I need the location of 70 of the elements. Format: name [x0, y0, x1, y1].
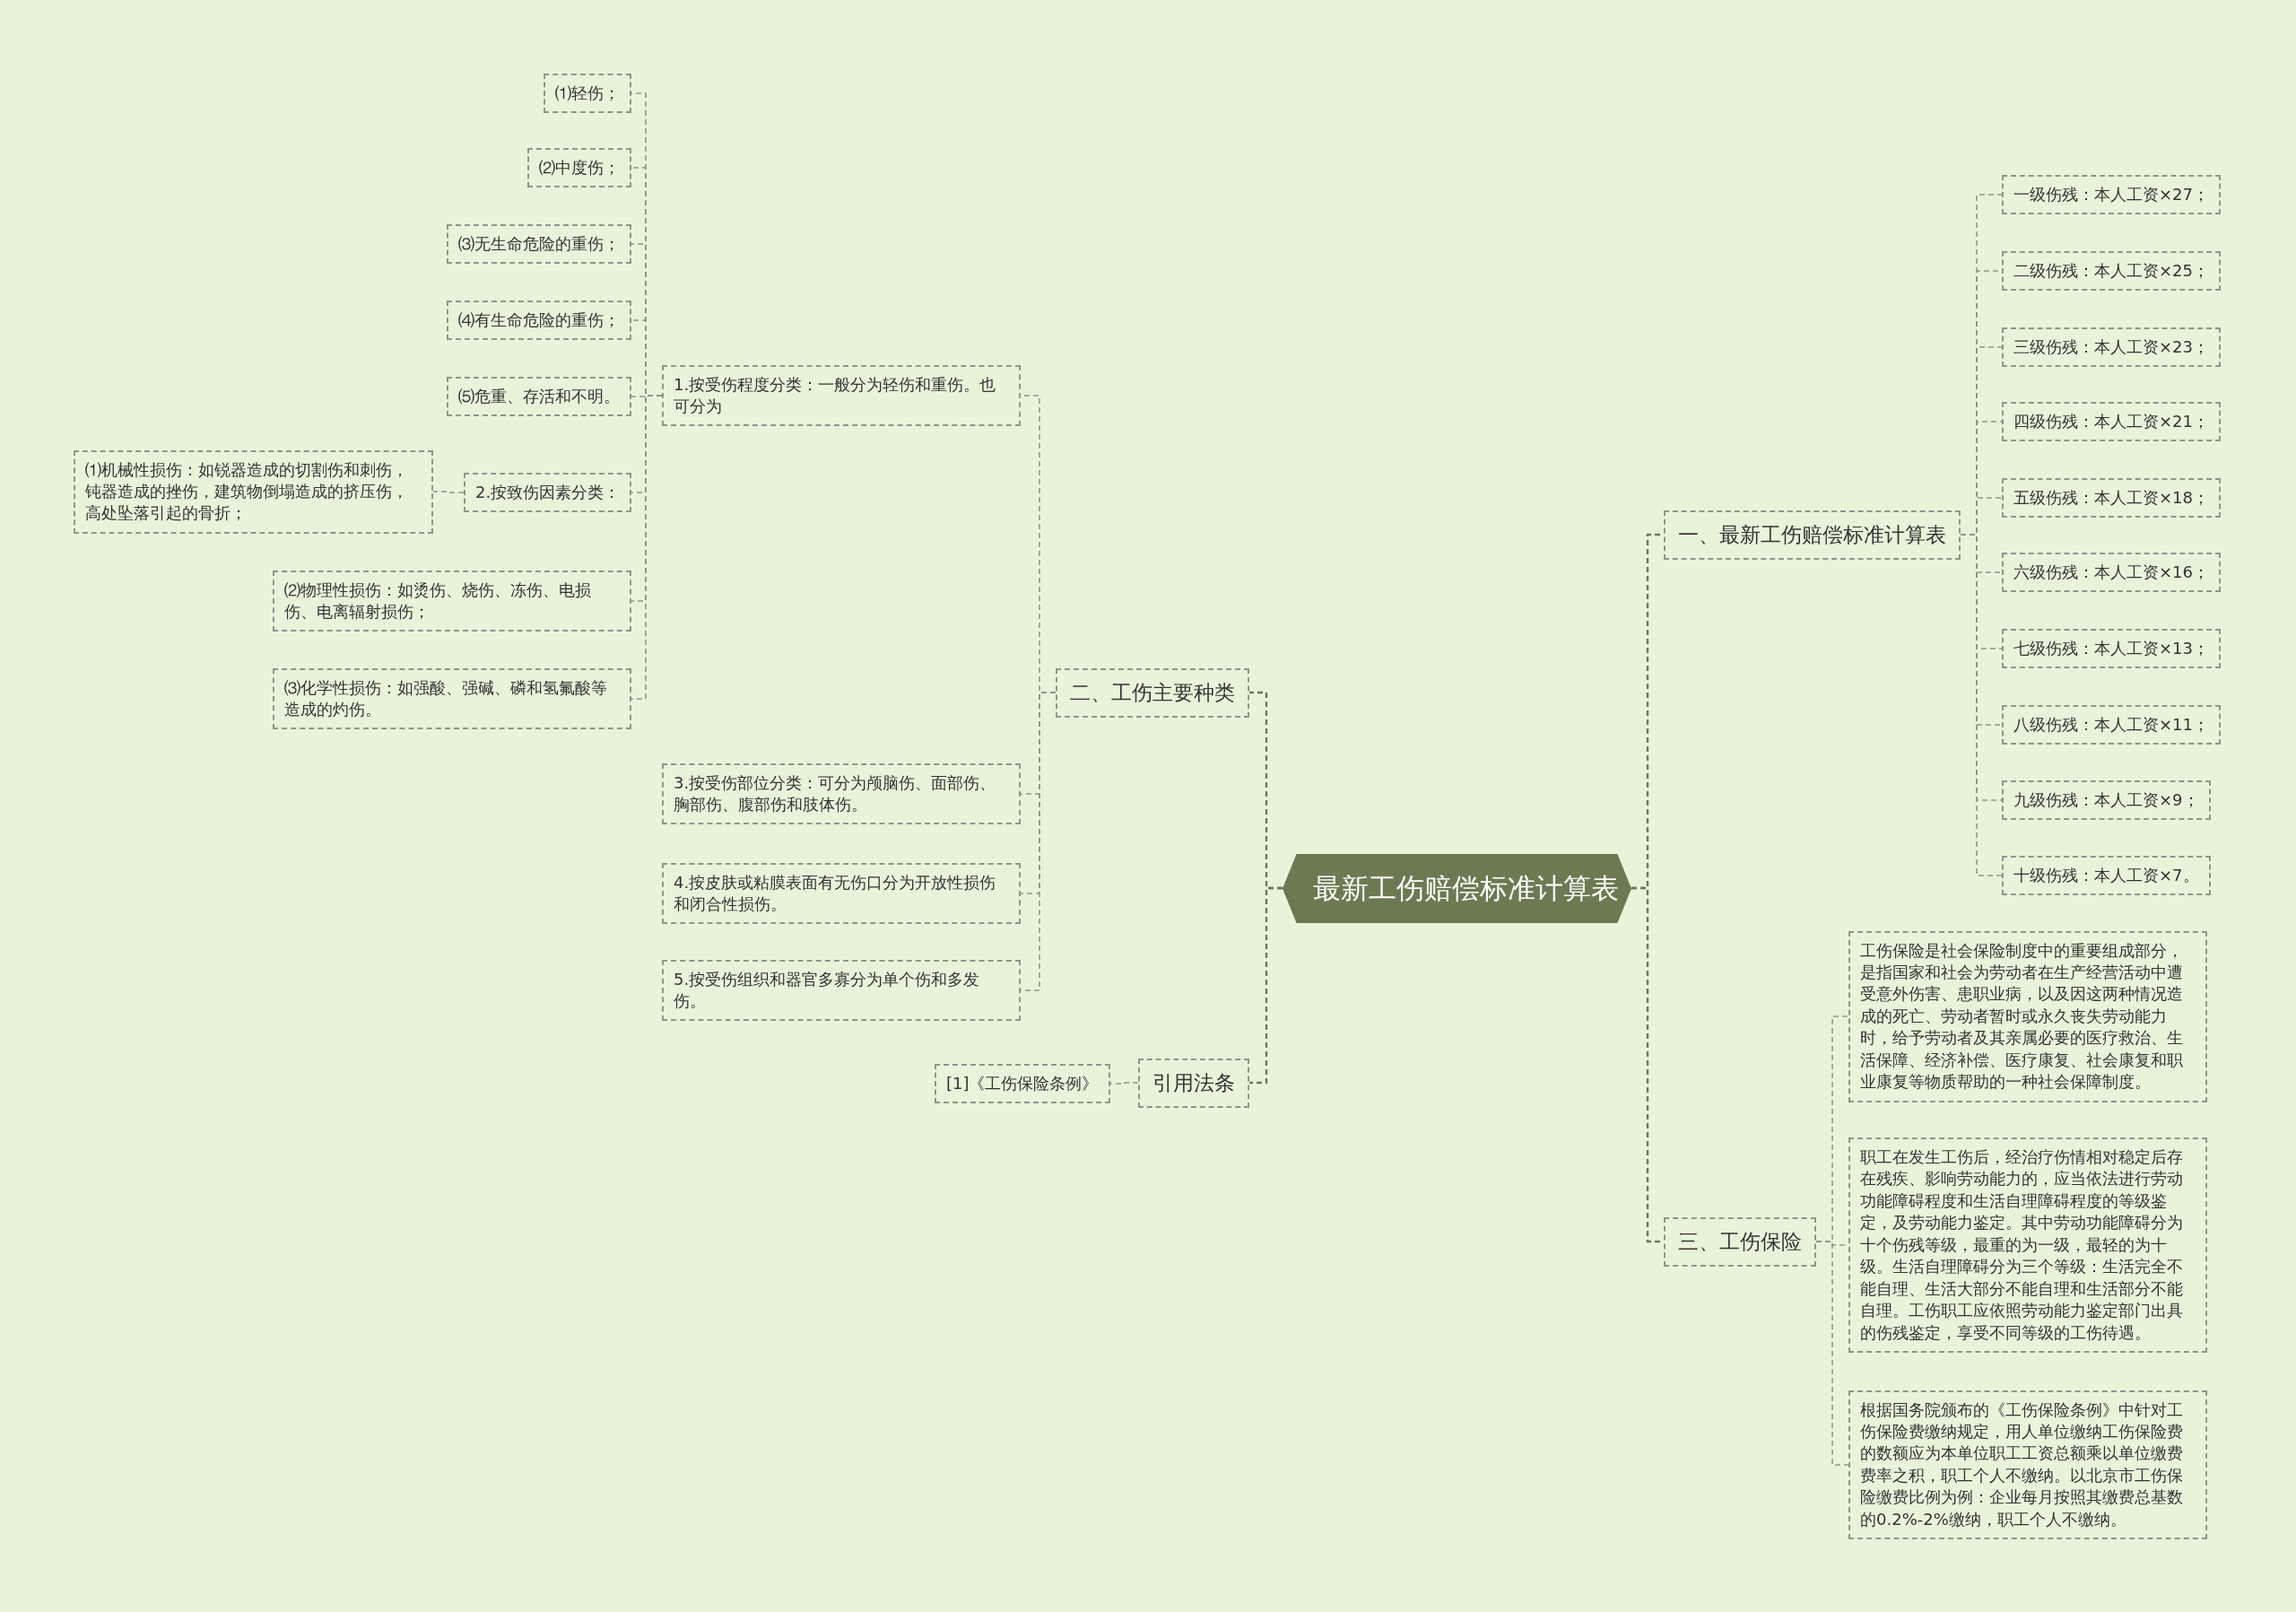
topic-text: 工伤保险是社会保险制度中的重要组成部分，是指国家和社会为劳动者在生产经营活动中遭受意外伤害、患职业病，以及因这两种情况造成的死亡、劳动者暂时或永久丧失劳动能力时，给予劳动者及其亲属必要的医疗救治、生活保障、经济补偿、医疗康复、社会康复和职业康复等物质帮助的一种社会保障制度。 — [1860, 940, 2183, 1092]
connector-line — [432, 491, 465, 493]
subtopic-card — [74, 449, 433, 534]
subtopic-card — [447, 224, 631, 265]
topic-text: 3.按受伤部位分类：可分为颅脑伤、面部伤、胸部伤、腹部伤和肢体伤。 — [674, 772, 996, 814]
topic-text: 二、工伤主要种类 — [1070, 680, 1235, 704]
connector-line — [1249, 886, 1283, 1085]
topic-text: [1]《工伤保险条例》 — [946, 1074, 1099, 1093]
subtopic-card — [1848, 1390, 2207, 1540]
connector-line — [1815, 1241, 1849, 1466]
subtopic-card — [2002, 553, 2221, 593]
subtopic-card — [662, 862, 1021, 925]
subtopic-card — [2002, 402, 2221, 442]
topic-text: 职工在发生工伤后，经治疗伤情相对稳定后存在残疾、影响劳动能力的，应当依法进行劳动功能障碍程度和生活自理障碍程度的等级鉴定，及劳动能力鉴定。其中劳动功能障碍分为十个伤残等级，最重的为一级，最轻的为十级。生活自理障碍分为三个等级：生活完全不能自理、生活大部分不能自理和生活部分不能自理。工伤职工应依照劳动能力鉴定部门出具的伤残鉴定，享受不同等级的工伤待遇。 — [1860, 1147, 2183, 1342]
subtopic-card — [464, 473, 632, 513]
topic-text: 4.按皮肤或粘膜表面有无伤口分为开放性损伤和闭合性损伤。 — [674, 872, 996, 913]
connector-line — [631, 395, 663, 700]
branch-topic — [1138, 1058, 1249, 1108]
subtopic-card — [2002, 478, 2221, 518]
subtopic-card — [273, 667, 631, 730]
connector-line — [1109, 1082, 1139, 1085]
topic-text: 十级伤残：本人工资×7。 — [2013, 866, 2199, 884]
subtopic-card — [447, 301, 631, 341]
subtopic-card — [273, 570, 631, 632]
subtopic-card — [2002, 856, 2211, 896]
branch-topic — [1056, 667, 1249, 718]
subtopic-card — [527, 148, 631, 188]
topic-text: 五级伤残：本人工资×18； — [2013, 488, 2209, 507]
topic-text: ⑶化学性损伤：如强酸、强碱、磷和氢氟酸等造成的灼伤。 — [284, 677, 607, 719]
topic-text: 七级伤残：本人工资×13； — [2013, 639, 2209, 658]
topic-text: ⑴机械性损伤：如锐器造成的切割伤和刺伤，钝器造成的挫伤，建筑物倒塌造成的挤压伤，高处坠落引起的骨折； — [85, 459, 408, 523]
subtopic-card — [662, 959, 1021, 1022]
topic-text: ⑸危重、存活和不明。 — [458, 387, 620, 405]
topic-text: 引用法条 — [1152, 1070, 1235, 1094]
branch-topic — [1664, 510, 1961, 560]
subtopic-card — [2002, 327, 2221, 368]
topic-text: ⑴轻伤； — [555, 83, 620, 102]
subtopic-card — [2002, 629, 2221, 669]
topic-text: 最新工伤赔偿标准计算表 — [1313, 870, 1619, 906]
topic-text: 5.按受伤组织和器官多寡分为单个伤和多发伤。 — [674, 969, 980, 1010]
topic-text: 三、工伤保险 — [1678, 1229, 1802, 1253]
subtopic-card — [2002, 780, 2211, 821]
subtopic-card — [1848, 930, 2207, 1102]
topic-text: ⑷有生命危险的重伤； — [458, 310, 620, 329]
topic-text: 一级伤残：本人工资×27； — [2013, 185, 2209, 204]
topic-text: ⑶无生命危险的重伤； — [458, 234, 620, 253]
central-topic — [1283, 853, 1631, 923]
subtopic-card — [2002, 705, 2221, 745]
subtopic-card — [2002, 251, 2221, 292]
topic-text: ⑵物理性损伤：如烫伤、烧伤、冻伤、电损伤、电离辐射损伤； — [284, 579, 591, 621]
subtopic-card — [544, 74, 631, 114]
connector-line — [1960, 534, 2003, 876]
topic-text: 根据国务院颁布的《工伤保险条例》中针对工伤保险费缴纳规定，用人单位缴纳工伤保险费的数额应为本单位职工工资总额乘以单位缴费费率之积，职工个人不缴纳。以北京市工伤保险缴费比例为例：企业每月按照其缴费总基数的0.2%-2%缴纳，职工个人不缴纳。 — [1860, 1399, 2183, 1529]
topic-text: 二级伤残：本人工资×25； — [2013, 261, 2209, 280]
subtopic-card — [935, 1064, 1110, 1104]
subtopic-card — [662, 762, 1021, 825]
subtopic-card — [447, 377, 631, 417]
branch-topic — [1664, 1216, 1816, 1267]
subtopic-card — [2002, 175, 2221, 215]
topic-text: 一、最新工伤赔偿标准计算表 — [1678, 522, 1946, 546]
topic-text: 1.按受伤程度分类：一般分为轻伤和重伤。也可分为 — [674, 374, 996, 415]
topic-text: 六级伤残：本人工资×16； — [2013, 562, 2209, 581]
topic-text: 八级伤残：本人工资×11； — [2013, 715, 2209, 734]
subtopic-card — [662, 364, 1021, 427]
topic-text: 三级伤残：本人工资×23； — [2013, 337, 2209, 356]
topic-text: 四级伤残：本人工资×21； — [2013, 412, 2209, 431]
topic-text: 2.按致伤因素分类： — [475, 483, 621, 501]
topic-text: ⑵中度伤； — [539, 158, 620, 177]
topic-text: 九级伤残：本人工资×9； — [2013, 790, 2199, 809]
subtopic-card — [1848, 1137, 2207, 1354]
